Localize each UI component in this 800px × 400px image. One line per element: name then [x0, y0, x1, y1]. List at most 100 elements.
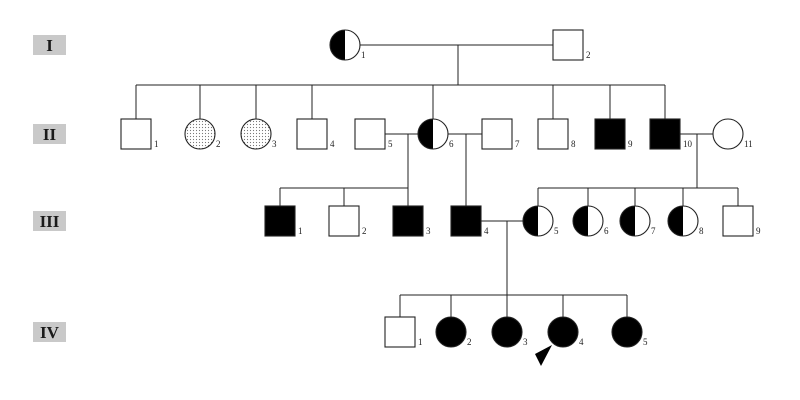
male-symbol — [392, 205, 424, 237]
individual-number: 2 — [586, 50, 591, 60]
individual-number: 4 — [330, 139, 335, 149]
individual-number: 4 — [579, 337, 584, 347]
individual-number: 1 — [154, 139, 159, 149]
female-symbol — [417, 118, 449, 150]
individual-number: 6 — [604, 226, 609, 236]
female-symbol — [240, 118, 272, 150]
female-symbol — [435, 316, 467, 348]
individual-number: 6 — [449, 139, 454, 149]
individual-IV-2 — [435, 316, 467, 348]
male-symbol — [384, 316, 416, 348]
male-symbol — [264, 205, 296, 237]
individual-number: 5 — [554, 226, 559, 236]
male-symbol — [649, 118, 681, 150]
individual-III-3 — [392, 205, 424, 237]
generation-label-box — [33, 322, 66, 342]
individual-number: 1 — [361, 50, 366, 60]
individual-III-5 — [522, 205, 554, 237]
individual-number: 5 — [388, 139, 393, 149]
male-symbol — [354, 118, 386, 150]
generation-label-text: III — [40, 212, 60, 231]
individual-number: 7 — [651, 226, 656, 236]
individual-III-1 — [264, 205, 296, 237]
individual-number: 1 — [298, 226, 303, 236]
individual-II-2 — [184, 118, 216, 150]
individual-number: 2 — [216, 139, 221, 149]
individual-III-9 — [722, 205, 754, 237]
male-symbol — [594, 118, 626, 150]
individual-number: 10 — [683, 139, 693, 149]
generation-label-IV: IV — [33, 322, 66, 342]
individual-number: 7 — [515, 139, 520, 149]
generation-label-I: I — [33, 35, 66, 55]
individual-II-1 — [120, 118, 152, 150]
individual-number: 3 — [523, 337, 528, 347]
female-symbol — [572, 205, 604, 237]
individual-I-1 — [329, 29, 361, 61]
carrier-half-fill — [418, 119, 433, 149]
individual-III-4 — [450, 205, 482, 237]
individual-II-3 — [240, 118, 272, 150]
relationship-lines — [135, 44, 739, 317]
male-symbol — [722, 205, 754, 237]
female-symbol — [491, 316, 523, 348]
individual-number: 8 — [699, 226, 704, 236]
individual-II-11 — [712, 118, 744, 150]
generation-label-text: IV — [40, 323, 60, 342]
female-symbol — [619, 205, 651, 237]
carrier-half-fill — [620, 206, 635, 236]
individual-III-8 — [667, 205, 699, 237]
female-symbol — [184, 118, 216, 150]
individual-number: 11 — [744, 139, 753, 149]
female-symbol — [522, 205, 554, 237]
female-symbol — [611, 316, 643, 348]
individual-II-9 — [594, 118, 626, 150]
individual-number: 5 — [643, 337, 648, 347]
individual-III-7 — [619, 205, 651, 237]
male-symbol — [296, 118, 328, 150]
female-symbol — [547, 316, 579, 348]
individual-II-7 — [481, 118, 513, 150]
carrier-half-fill — [573, 206, 588, 236]
male-symbol — [537, 118, 569, 150]
individual-number: 2 — [362, 226, 367, 236]
individual-III-2 — [328, 205, 360, 237]
female-symbol — [329, 29, 361, 61]
individual-number: 2 — [467, 337, 472, 347]
male-symbol — [120, 118, 152, 150]
individual-II-4 — [296, 118, 328, 150]
generation-label-II: II — [33, 124, 66, 144]
individual-number: 1 — [418, 337, 423, 347]
individuals — [120, 29, 754, 348]
male-symbol — [450, 205, 482, 237]
carrier-half-fill — [330, 30, 345, 60]
male-symbol — [328, 205, 360, 237]
individual-II-8 — [537, 118, 569, 150]
individual-I-2 — [552, 29, 584, 61]
individual-number: 3 — [272, 139, 277, 149]
individual-II-5 — [354, 118, 386, 150]
individual-IV-5 — [611, 316, 643, 348]
individual-II-6 — [417, 118, 449, 150]
individual-number: 8 — [571, 139, 576, 149]
proband-arrow-icon — [535, 345, 552, 366]
carrier-half-fill — [668, 206, 683, 236]
generation-label-box — [33, 35, 66, 55]
male-symbol — [552, 29, 584, 61]
female-symbol — [667, 205, 699, 237]
individual-IV-4 — [547, 316, 579, 348]
individual-number: 4 — [484, 226, 489, 236]
male-symbol — [481, 118, 513, 150]
individual-IV-1 — [384, 316, 416, 348]
generation-label-box — [33, 211, 66, 231]
individual-II-10 — [649, 118, 681, 150]
generation-label-text: II — [43, 125, 57, 144]
generation-label-III: III — [33, 211, 66, 231]
individual-number: 9 — [628, 139, 633, 149]
individual-III-6 — [572, 205, 604, 237]
individual-number: 3 — [426, 226, 431, 236]
individual-IV-3 — [491, 316, 523, 348]
